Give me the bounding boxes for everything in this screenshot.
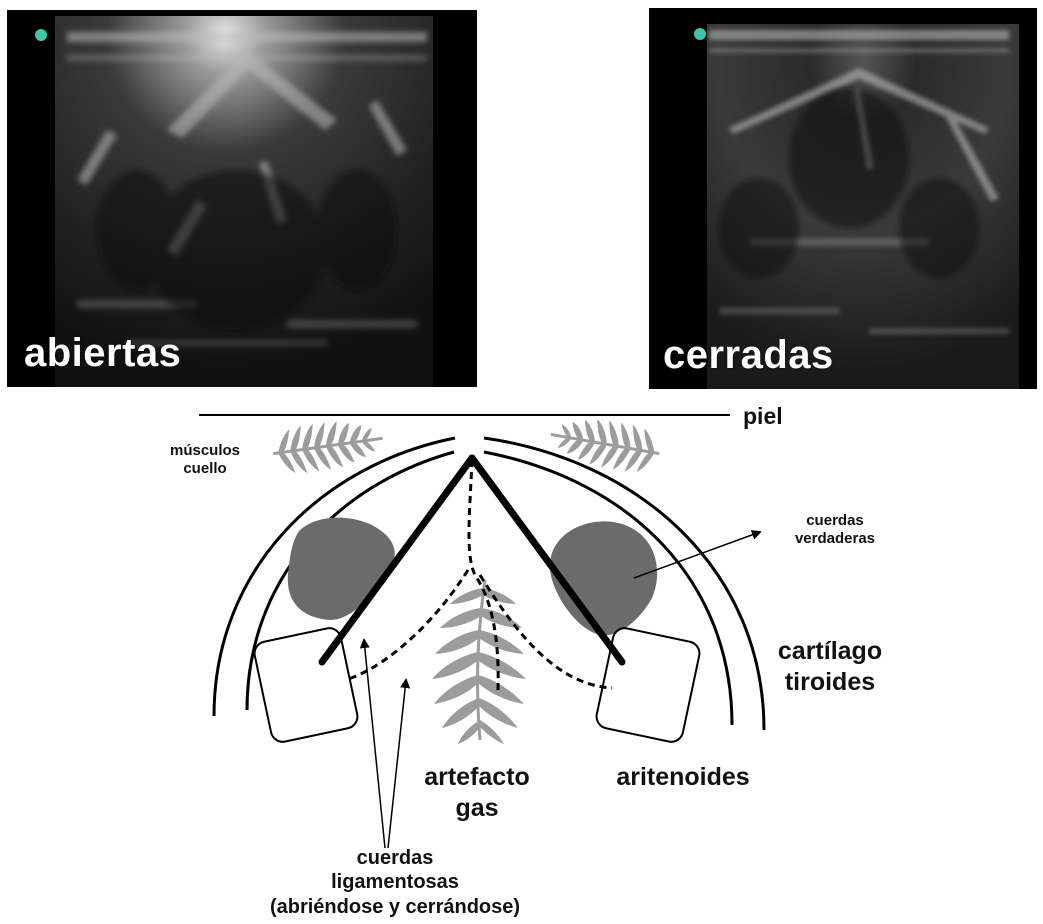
ultrasound-image-open: abiertas	[7, 10, 477, 387]
label-skin: piel	[743, 402, 783, 430]
ultrasound-texture	[649, 8, 1037, 389]
label-true-cords: cuerdas verdaderas	[765, 512, 905, 549]
neck-muscle-right-icon	[547, 411, 664, 477]
label-ligamentous-cords: cuerdas ligamentosas (abriéndose y cerrá…	[255, 846, 535, 919]
label-thyroid-cartilage: cartílago tiroides	[760, 636, 900, 697]
panel-label-closed: cerradas	[663, 335, 834, 375]
label-neck-muscles: músculos cuello	[150, 442, 260, 479]
gas-artefact-fern-icon	[432, 580, 526, 744]
label-arytenoids: aritenoides	[598, 762, 768, 793]
true-vocal-cord-left	[288, 518, 395, 620]
arrow-ligamentous-left	[364, 640, 385, 848]
label-gas-artefact: artefacto gas	[402, 762, 552, 823]
ultrasound-image-closed: cerradas	[649, 8, 1037, 389]
probe-orientation-marker	[694, 28, 706, 40]
true-vocal-cord-right	[550, 521, 657, 635]
arytenoid-left	[252, 626, 359, 744]
panel-label-open: abiertas	[24, 333, 181, 373]
probe-orientation-marker	[35, 29, 47, 41]
